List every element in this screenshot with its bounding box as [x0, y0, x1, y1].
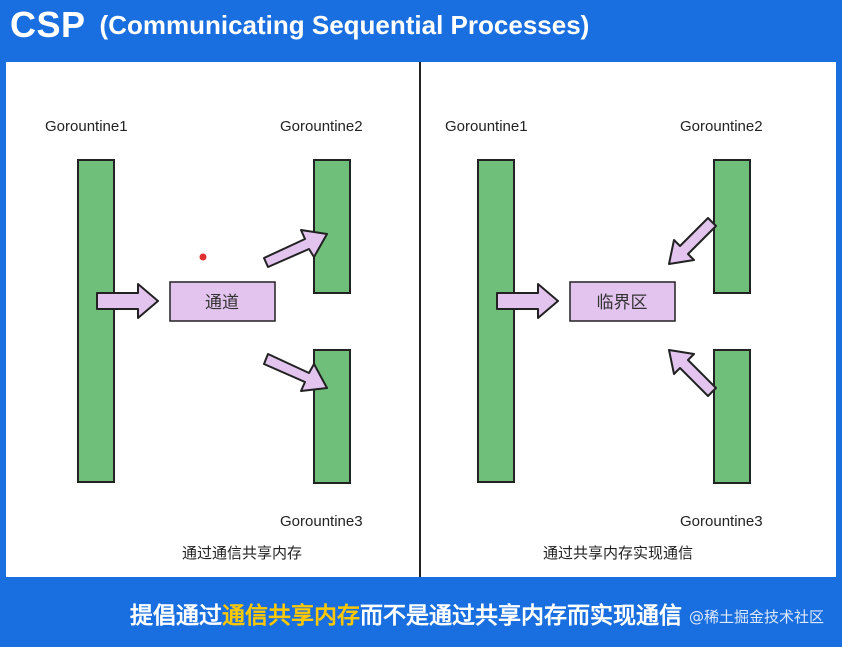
right-panel: Gorountine1 Gorountine2 Gorountine3 临界区 … [445, 118, 763, 562]
diagram-area [6, 62, 836, 577]
right-goroutine3-bar [713, 349, 751, 484]
right-goroutine3-label: Gorountine3 [680, 513, 763, 530]
channel-box-label: 通道 [205, 293, 239, 313]
right-goroutine1-label: Gorountine1 [445, 118, 528, 135]
left-goroutine2-label: Gorountine2 [280, 118, 363, 135]
arrow-g2-to-critical [668, 217, 717, 265]
left-caption: 通过通信共享内存 [182, 544, 302, 562]
slide-title: CSP (Communicating Sequential Processes) [10, 4, 589, 46]
arrow-channel-to-g2 [263, 229, 328, 268]
pointer-marker [199, 253, 207, 261]
panel-divider [419, 62, 421, 577]
arrow-g1-to-critical [496, 283, 559, 319]
channel-box [169, 281, 276, 322]
critical-section-box [569, 281, 676, 322]
banner-highlight: 通信共享内存 [222, 603, 360, 629]
right-caption: 通过共享内存实现通信 [543, 544, 693, 562]
left-goroutine3-bar [313, 349, 351, 484]
arrow-channel-to-g3 [263, 353, 328, 392]
title-main: CSP [10, 4, 86, 45]
right-goroutine1-bar [477, 159, 515, 483]
banner-prefix: 提倡通过 [130, 603, 222, 629]
bottom-banner: 提倡通过通信共享内存而不是通过共享内存而实现通信 [0, 596, 842, 630]
left-goroutine3-label: Gorountine3 [280, 513, 363, 530]
title-subtitle: (Communicating Sequential Processes) [99, 10, 590, 40]
left-goroutine1-bar [77, 159, 115, 483]
left-goroutine2-bar [313, 159, 351, 294]
right-goroutine2-label: Gorountine2 [680, 118, 763, 135]
arrow-g1-to-channel [96, 283, 159, 319]
left-panel: Gorountine1 Gorountine2 Gorountine3 通道 通… [45, 118, 363, 562]
critical-section-label: 临界区 [597, 293, 648, 313]
right-goroutine2-bar [713, 159, 751, 294]
arrow-g3-to-critical [668, 349, 717, 397]
watermark: @稀土掘金技术社区 [688, 608, 824, 626]
left-goroutine1-label: Gorountine1 [45, 118, 128, 135]
banner-suffix: 而不是通过共享内存而实现通信 [360, 603, 682, 629]
